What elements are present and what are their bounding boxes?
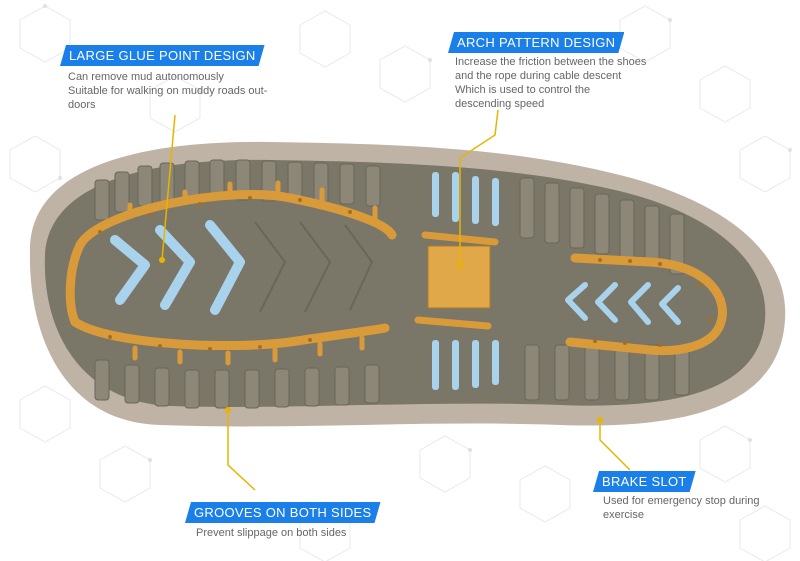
arch-pattern-line-2: and the rope during cable descent	[455, 70, 622, 82]
leader-lines	[161, 109, 631, 491]
arch-center-block	[427, 245, 491, 309]
arch-pattern-line-1: Increase the friction between the shoes	[455, 56, 647, 68]
glue-point-ring	[70, 190, 397, 351]
arch-blue-bars	[432, 172, 499, 390]
arch-pattern-title: ARCH PATTERN DESIGN	[448, 32, 624, 53]
grooves-description: Prevent slippage on both sides	[196, 526, 346, 540]
grooves-line-1: Prevent slippage on both sides	[196, 527, 347, 539]
glue-point-line-3: doors	[68, 99, 96, 111]
arch-pattern-line-3: Which is used to control the	[455, 84, 591, 96]
heel-chevrons	[565, 282, 681, 325]
glue-point-description: Can remove mud autonomously Suitable for…	[68, 70, 267, 112]
heel-brake-ring	[565, 253, 727, 356]
glue-point-line-1: Can remove mud autonomously	[68, 71, 224, 83]
glue-point-line-2: Suitable for walking on muddy roads out-	[68, 85, 268, 97]
glue-point-title: LARGE GLUE POINT DESIGN	[60, 45, 265, 66]
brake-slot-line-2: exercise	[603, 509, 644, 521]
brake-slot-title: BRAKE SLOT	[593, 471, 696, 492]
grooves-title: GROOVES ON BOTH SIDES	[185, 502, 381, 523]
arch-pattern-description: Increase the friction between the shoes …	[455, 55, 646, 111]
arch-pattern-line-4: descending speed	[455, 98, 545, 110]
brake-slot-line-1: Used for emergency stop during	[603, 495, 760, 507]
brake-slot-description: Used for emergency stop during exercise	[603, 494, 760, 522]
forefoot-chevrons	[110, 220, 245, 315]
